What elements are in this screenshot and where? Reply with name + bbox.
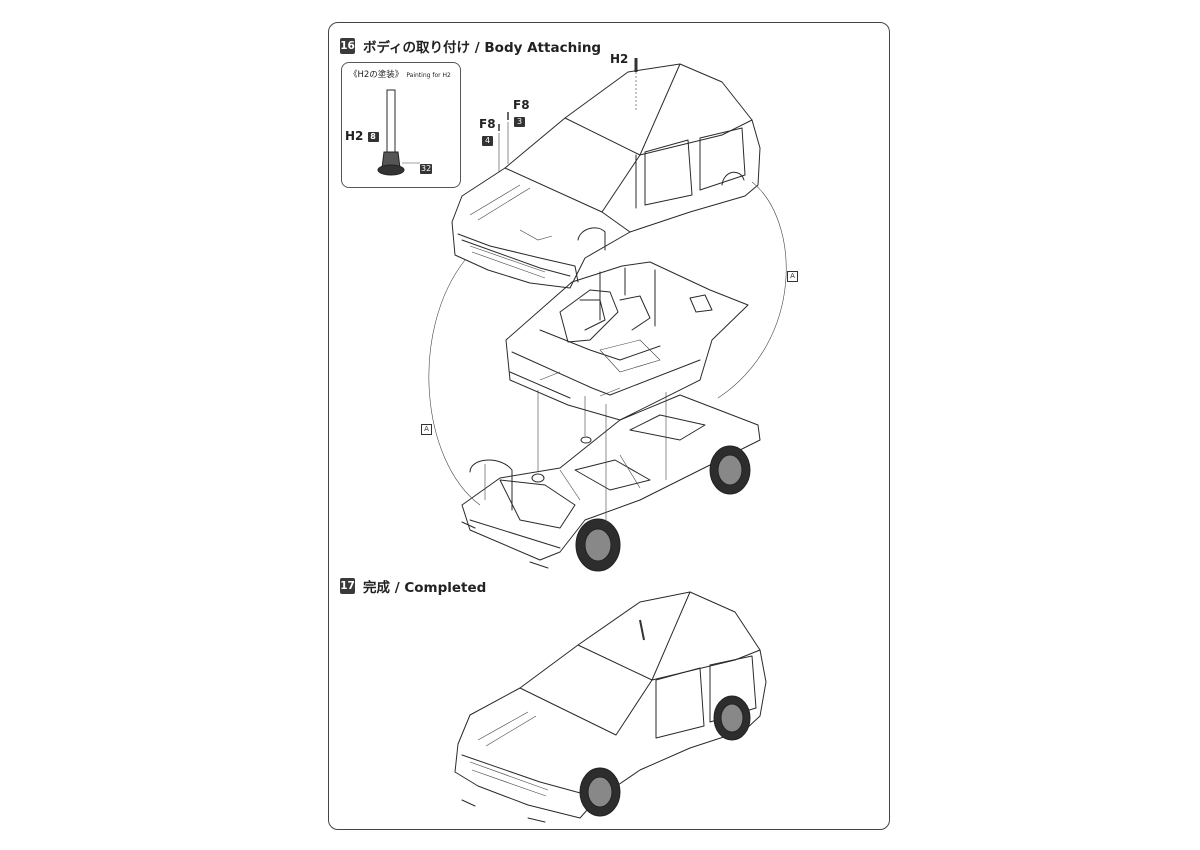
step-16-header: 16 ボディの取り付け / Body Attaching: [340, 36, 601, 56]
part-f8-a-badge: 3: [514, 116, 525, 127]
step-17-number: 17: [340, 578, 355, 594]
inset-subtitle: Painting for H2: [406, 72, 451, 79]
painting-inset: 《H2の塗装》Painting for H2 H2 8 32: [341, 62, 461, 188]
glue-mark-right: A: [787, 271, 798, 282]
part-label-f8-b: F8: [479, 117, 496, 131]
instruction-page-frame: [328, 22, 890, 830]
inset-title-jp: 《H2の塗装》: [349, 70, 404, 80]
inset-part-label: H2 8: [345, 129, 379, 143]
step-17-header: 17 完成 / Completed: [340, 576, 486, 596]
step-16-number: 16: [340, 38, 355, 54]
inset-part-badge: 8: [367, 131, 379, 142]
part-label-f8-a: F8: [513, 98, 530, 112]
part-f8-a-badge-wrap: 3: [514, 111, 525, 130]
part-f8-a-name: F8: [513, 98, 530, 112]
part-f8-b-badge: 4: [482, 135, 493, 146]
antenna-h2-inset-illustration: [377, 89, 420, 176]
inset-title: 《H2の塗装》Painting for H2: [349, 68, 451, 80]
color-code-label: 32: [420, 158, 433, 177]
f8-parts: [498, 112, 509, 172]
color-code-badge: 32: [420, 163, 433, 174]
assembly-guide-lines: [428, 181, 787, 525]
part-label-h2: H2: [610, 52, 629, 66]
inset-part-name: H2: [345, 129, 364, 143]
glue-mark-left: A: [421, 424, 432, 435]
step-17-title: 完成 / Completed: [363, 580, 487, 596]
completed-car-illustration: [454, 591, 767, 823]
car-body-shell-illustration: [451, 63, 761, 289]
step-16-title: ボディの取り付け / Body Attaching: [363, 40, 602, 56]
roll-cage-interior-illustration: [505, 261, 749, 421]
chassis-illustration: [461, 394, 761, 572]
part-f8-b-badge-wrap: 4: [482, 130, 493, 149]
part-f8-b-name: F8: [479, 117, 496, 131]
